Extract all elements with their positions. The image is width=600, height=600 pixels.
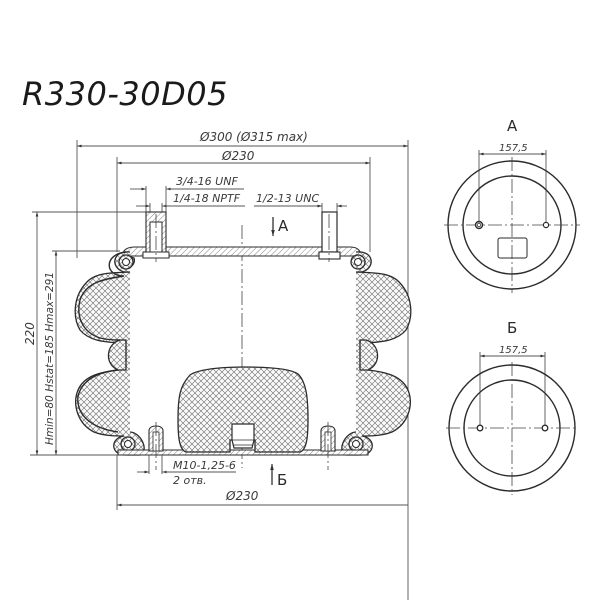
height-dimensions: 220 Hmin=80 Hstat=185 Hmax=291 bbox=[23, 211, 150, 456]
top-plate-diameter-dimension: Ø230 bbox=[116, 149, 371, 252]
bottom-thread-dimension: M10-1,25-6 2 отв. bbox=[137, 455, 236, 487]
view-arrow-a-label: A bbox=[278, 217, 289, 235]
view-a-label-plate bbox=[497, 237, 528, 259]
view-b-bolt-hole-left bbox=[476, 424, 484, 432]
bumper bbox=[177, 366, 309, 453]
bumper-insert bbox=[231, 423, 255, 449]
view-b: Б 157,5 bbox=[446, 319, 578, 495]
thread-1-2-13-unc-label: 1/2-13 UNC bbox=[256, 192, 319, 205]
part-number-title: R330-30D05 bbox=[22, 75, 228, 113]
thread-callouts-top: 3/4-16 UNF 1/4-18 NPTF 1/2-13 UNC bbox=[130, 175, 347, 214]
view-arrow-b: Б bbox=[270, 464, 287, 489]
view-a: A 157,5 bbox=[444, 117, 580, 293]
outer-diameter-dimension: Ø300 (Ø315 max) bbox=[76, 130, 409, 600]
bottom-plate-diameter-dimension: Ø230 bbox=[116, 455, 408, 510]
outer-diameter-label: Ø300 (Ø315 max) bbox=[199, 130, 308, 144]
height-range-label: Hmin=80 Hstat=185 Hmax=291 bbox=[44, 272, 56, 445]
thread-1-4-18-nptf-label: 1/4-18 NPTF bbox=[173, 192, 241, 205]
overall-height-label: 220 bbox=[23, 322, 37, 345]
view-b-label: Б bbox=[507, 319, 517, 337]
bottom-plate-diameter-label: Ø230 bbox=[225, 489, 259, 503]
view-b-hole-spacing: 157,5 bbox=[499, 345, 528, 356]
view-b-bolt-hole-right bbox=[541, 424, 549, 432]
air-spring-section bbox=[74, 211, 412, 470]
view-a-label: A bbox=[507, 117, 518, 135]
view-arrow-b-label: Б bbox=[277, 471, 287, 489]
thread-3-4-16-unf-label: 3/4-16 UNF bbox=[176, 175, 238, 188]
view-a-stud bbox=[542, 221, 550, 229]
view-arrow-a: A bbox=[271, 217, 289, 236]
girdle-ring-right bbox=[359, 339, 379, 371]
view-a-air-port bbox=[474, 220, 484, 230]
top-stud-right bbox=[321, 211, 338, 253]
top-plate-diameter-label: Ø230 bbox=[221, 149, 255, 163]
thread-m10-label: M10-1,25-6 bbox=[173, 459, 236, 472]
girdle-ring-left bbox=[107, 339, 127, 371]
thread-count-label: 2 отв. bbox=[173, 474, 207, 487]
view-a-hole-spacing: 157,5 bbox=[499, 143, 528, 154]
